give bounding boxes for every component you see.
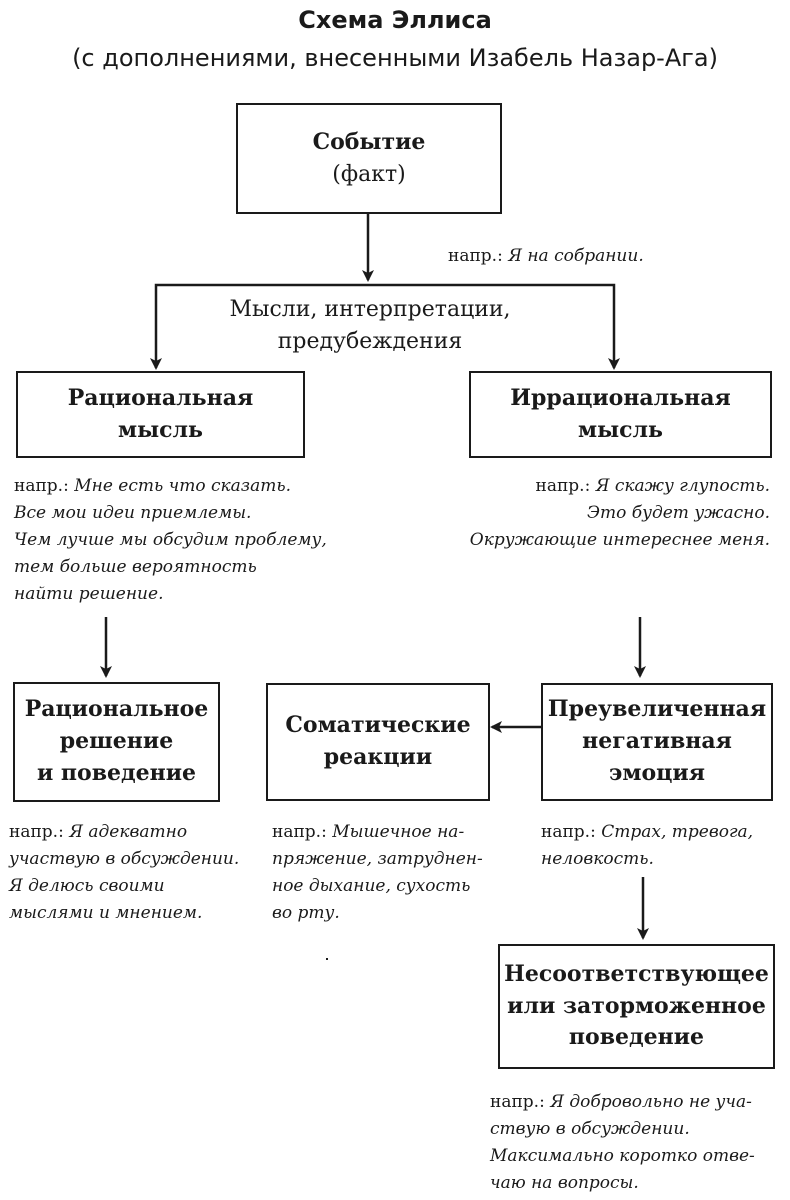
thoughts-label-line1: Мысли, интерпретации,: [229, 297, 511, 322]
example-prefix: напр.:: [490, 1092, 545, 1112]
example-irrational-line3: Окружающие интереснее меня.: [469, 530, 770, 550]
example-irrational-thought: напр.: Я скажу глупость. Это будет ужасн…: [430, 473, 770, 554]
branch-left: [150, 283, 368, 370]
node-rational-decision: Рациональное решение и поведение: [13, 682, 220, 802]
example-rational-line2: Все мои идеи приемлемы.: [14, 503, 252, 523]
branch-right: [368, 283, 620, 370]
node-rational-decision-line1: Рациональное: [24, 696, 209, 723]
thoughts-label-line2: предубеждения: [277, 328, 463, 354]
stray-dot: [326, 958, 328, 960]
node-event-title: Событие: [312, 128, 426, 155]
example-rational-line1: Мне есть что сказать.: [74, 476, 291, 496]
example-somatic-line4: во рту.: [272, 903, 340, 923]
example-inappropriate-behavior: напр.: Я добровольно не уча- ствую в обс…: [490, 1089, 755, 1197]
node-exaggerated-emotion-line1: Преувеличенная: [547, 696, 767, 723]
example-prefix: напр.:: [448, 246, 503, 266]
node-behavior-line2: или заторможенное: [507, 992, 766, 1019]
node-behavior-line1: Несоответствующее: [504, 960, 769, 987]
example-prefix: напр.:: [535, 476, 591, 496]
example-decision-line1: Я адекватно: [69, 822, 188, 842]
example-rational-decision: напр.: Я адекватно участвую в обсуждении…: [9, 819, 239, 927]
node-somatic: Соматические реакции: [266, 683, 490, 801]
example-behavior-line1: Я добровольно не уча-: [550, 1092, 752, 1112]
example-somatic-line2: пряжение, затруднен-: [272, 849, 483, 869]
example-behavior-line3: Максимально коротко отве-: [490, 1146, 755, 1166]
example-event: напр.: Я на собрании.: [448, 243, 644, 270]
example-somatic: напр.: Мышечное на- пряжение, затруднен-…: [272, 819, 483, 927]
node-rational-decision-line3: и поведение: [36, 759, 197, 786]
node-irrational-thought-line1: Иррациональная: [510, 384, 731, 411]
example-somatic-line3: ное дыхание, сухость: [272, 876, 471, 896]
diagram-title: Схема Эллиса: [298, 6, 492, 34]
example-irrational-line2: Это будет ужасно.: [586, 503, 770, 523]
example-event-line: Я на собрании.: [508, 246, 644, 266]
node-irrational-thought: Иррациональная мысль: [469, 371, 772, 458]
example-irrational-line1: Я скажу глупость.: [595, 476, 770, 496]
example-rational-thought: напр.: Мне есть что сказать. Все мои иде…: [14, 473, 327, 608]
node-somatic-line1: Соматические: [285, 712, 471, 739]
node-irrational-thought-line2: мысль: [577, 416, 663, 443]
example-prefix: напр.:: [272, 822, 327, 842]
node-event-subtitle: (факт): [332, 161, 406, 187]
example-prefix: напр.:: [9, 822, 64, 842]
example-rational-line4: тем больше вероятность: [14, 557, 257, 577]
thoughts-label: Мысли, интерпретации, предубеждения: [200, 294, 540, 358]
node-exaggerated-emotion-line3: эмоция: [608, 759, 705, 786]
node-behavior-line3: поведение: [568, 1024, 705, 1051]
node-exaggerated-emotion: Преувеличенная негативная эмоция: [541, 683, 773, 801]
example-behavior-line4: чаю на вопросы.: [490, 1173, 639, 1193]
example-exaggerated-emotion: напр.: Страх, тревога, неловкость.: [541, 819, 753, 873]
example-decision-line4: мыслями и мнением.: [9, 903, 203, 923]
example-prefix: напр.:: [541, 822, 596, 842]
node-rational-thought-line1: Рациональная: [67, 384, 254, 411]
node-rational-thought-line2: мысль: [117, 416, 203, 443]
diagram-subtitle: (с дополнениями, внесенными Изабель Наза…: [72, 44, 718, 72]
example-somatic-line1: Мышечное на-: [332, 822, 465, 842]
node-rational-decision-line2: решение: [59, 728, 174, 755]
example-emotion-line1: Страх, тревога,: [601, 822, 754, 842]
example-decision-line2: участвую в обсуждении.: [9, 849, 240, 869]
example-prefix: напр.:: [14, 476, 69, 496]
node-inappropriate-behavior: Несоответствующее или заторможенное пове…: [498, 944, 775, 1069]
node-event: Событие (факт): [236, 103, 502, 214]
example-emotion-line2: неловкость.: [541, 849, 654, 869]
node-exaggerated-emotion-line2: негативная: [582, 728, 732, 755]
node-rational-thought: Рациональная мысль: [16, 371, 305, 458]
example-rational-line3: Чем лучше мы обсудим проблему,: [14, 530, 327, 550]
example-rational-line5: найти решение.: [14, 584, 164, 604]
example-decision-line3: Я делюсь своими: [9, 876, 165, 896]
node-somatic-line2: реакции: [323, 744, 433, 770]
example-behavior-line2: ствую в обсуждении.: [490, 1119, 690, 1139]
